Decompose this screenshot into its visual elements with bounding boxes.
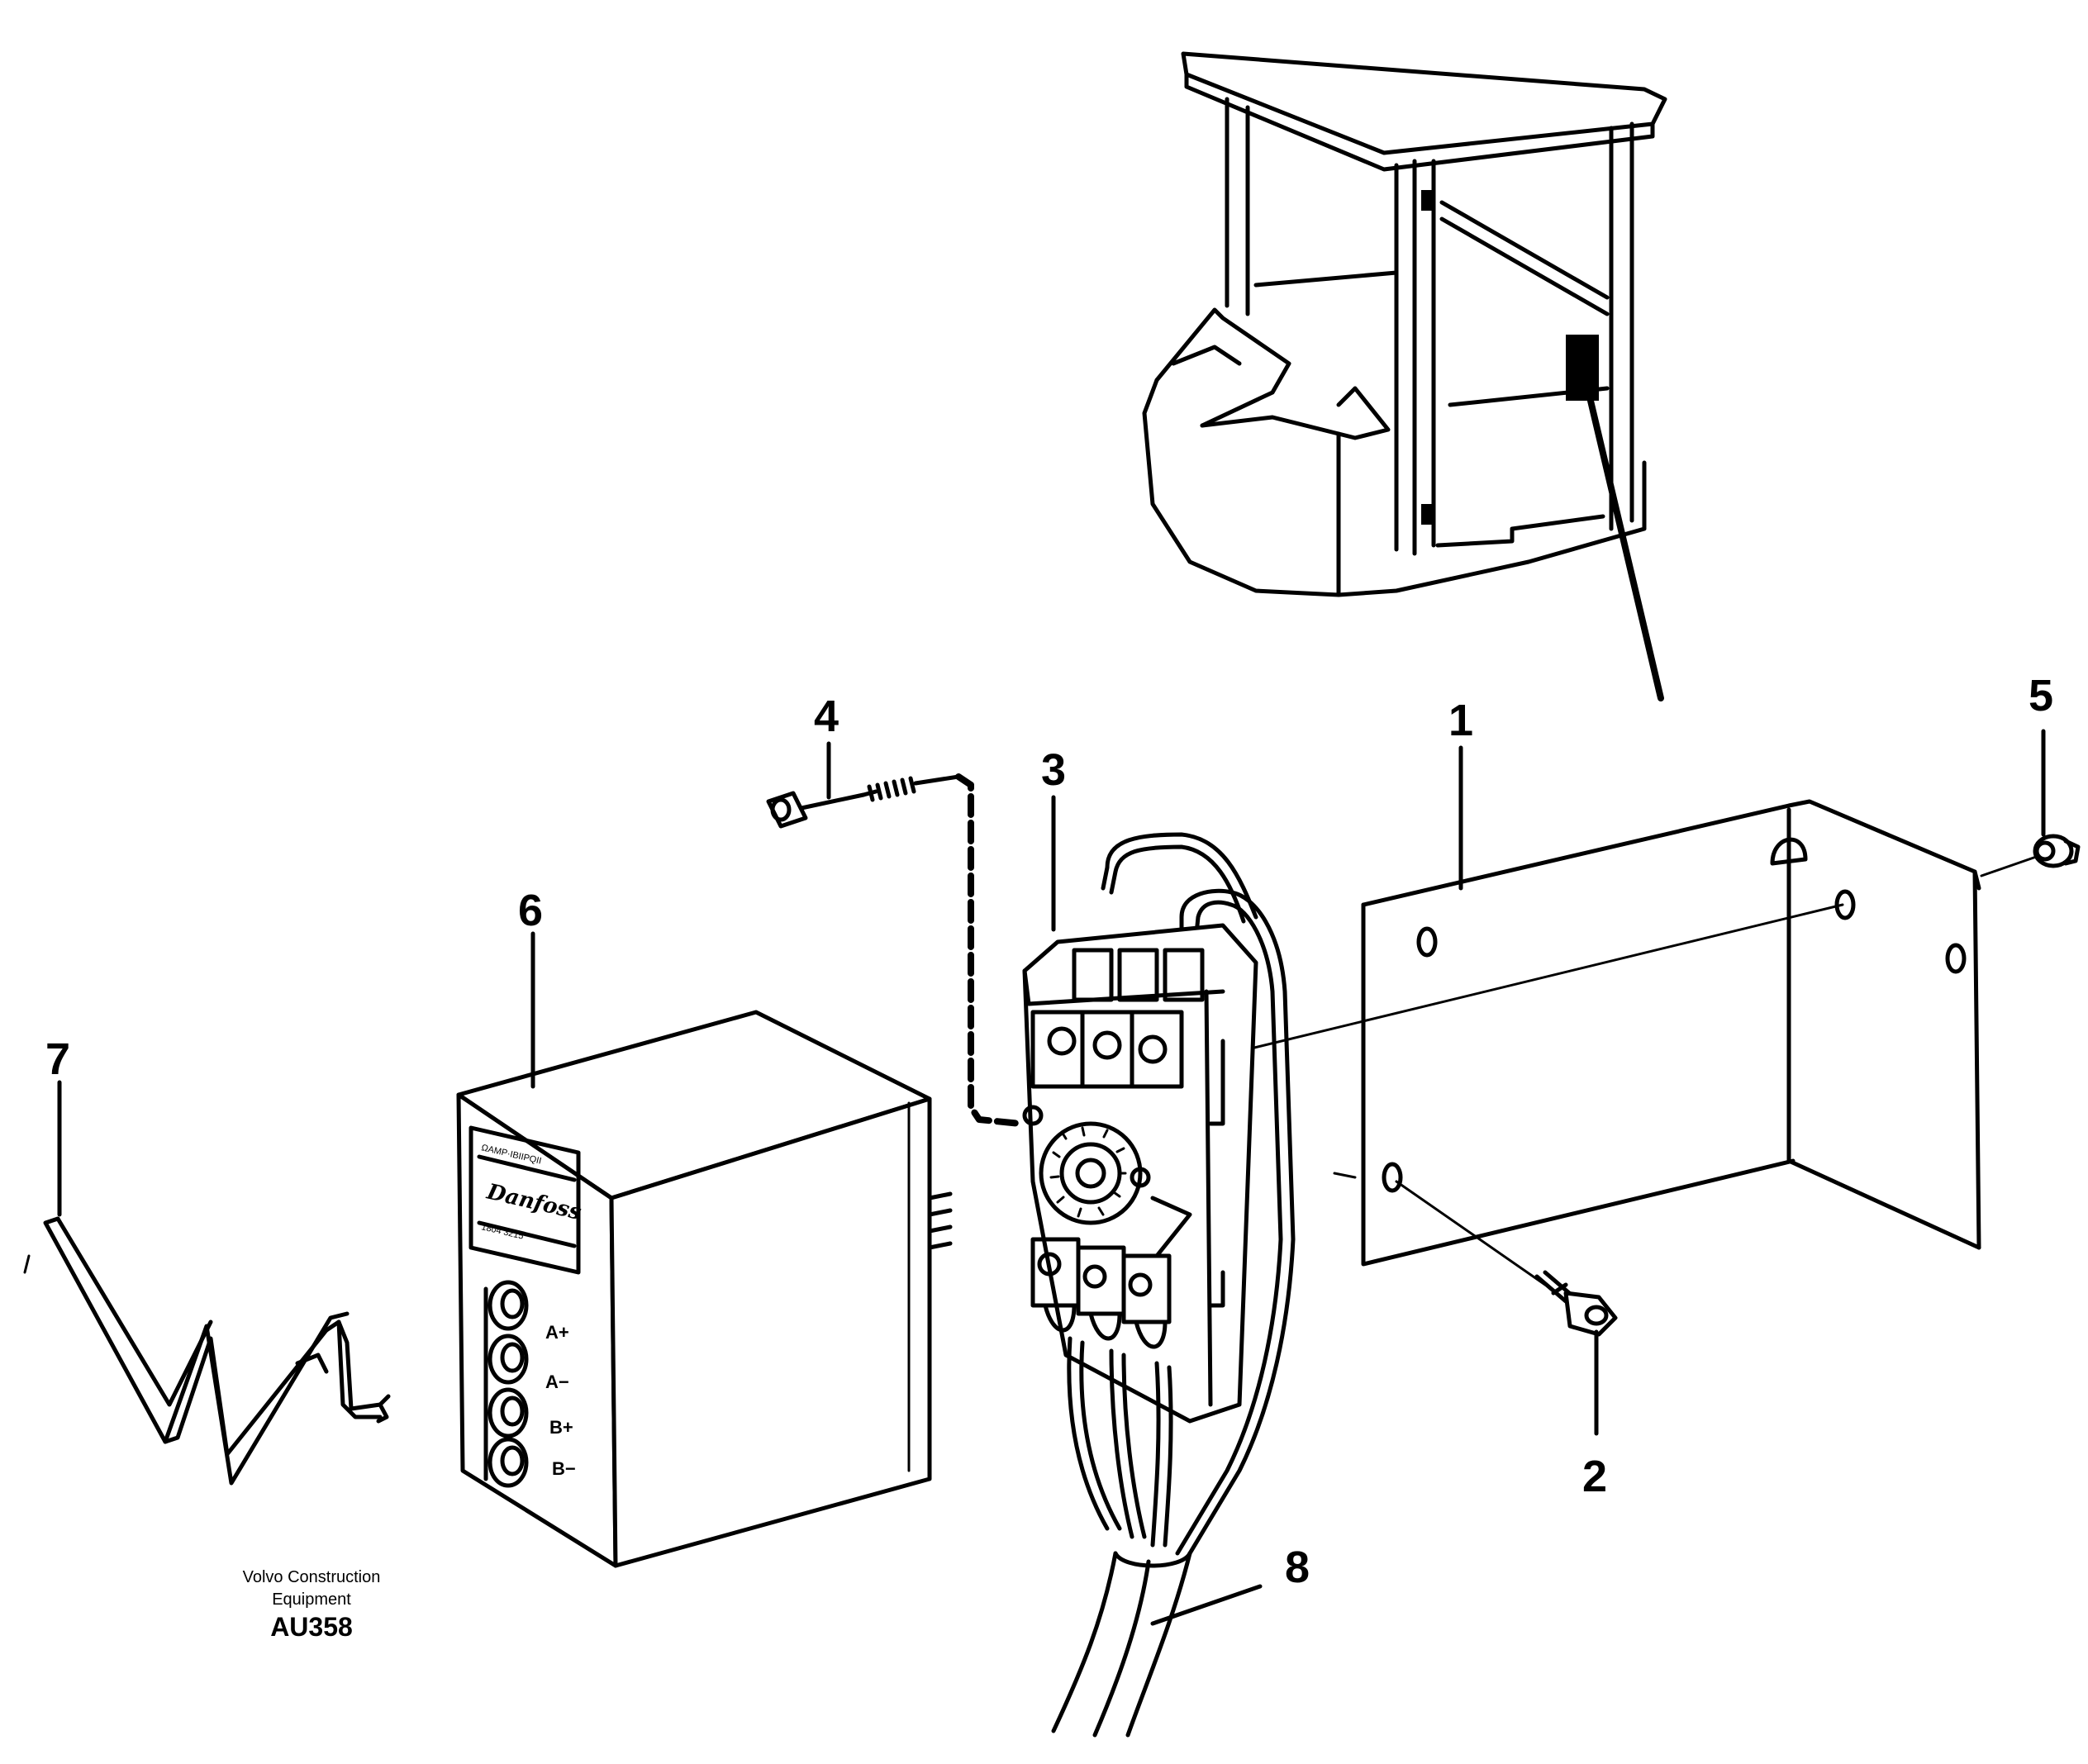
bracket-part-1 [1246,799,1981,1267]
cab-illustration [1142,51,1667,701]
caption-line-1: Volvo Construction [243,1568,381,1586]
caption-line-2: Equipment [272,1590,351,1609]
terminal-label-b-minus: B− [552,1458,576,1479]
terminal-label-a-minus: A− [545,1372,569,1392]
screw-part-4 [766,773,1024,1127]
screw-part-2 [1395,1180,1618,1337]
nut-part-5 [1980,834,2081,877]
callout-7: 7 [45,1034,70,1084]
callout-1: 1 [1448,696,1473,745]
caption-block: Volvo Construction Equipment AU358 [243,1568,381,1642]
callout-4: 4 [814,692,839,741]
caption-code: AU358 [270,1612,353,1642]
terminal-label-b-plus: B+ [549,1417,573,1438]
wire-clip-part-7 [23,1216,391,1486]
callout-6: 6 [518,886,543,935]
leader-lines [57,729,2046,1626]
callout-5: 5 [2029,671,2053,720]
callout-3: 3 [1041,745,1066,795]
control-unit-part-6: ΩAMP·IBIIPQII Danfoss 1804 3215 A+ A− B+… [456,1010,953,1568]
relay-part-3 [1022,832,1296,1738]
callout-8: 8 [1285,1543,1310,1592]
terminal-label-a-plus: A+ [545,1322,569,1343]
callout-2: 2 [1582,1452,1607,1501]
